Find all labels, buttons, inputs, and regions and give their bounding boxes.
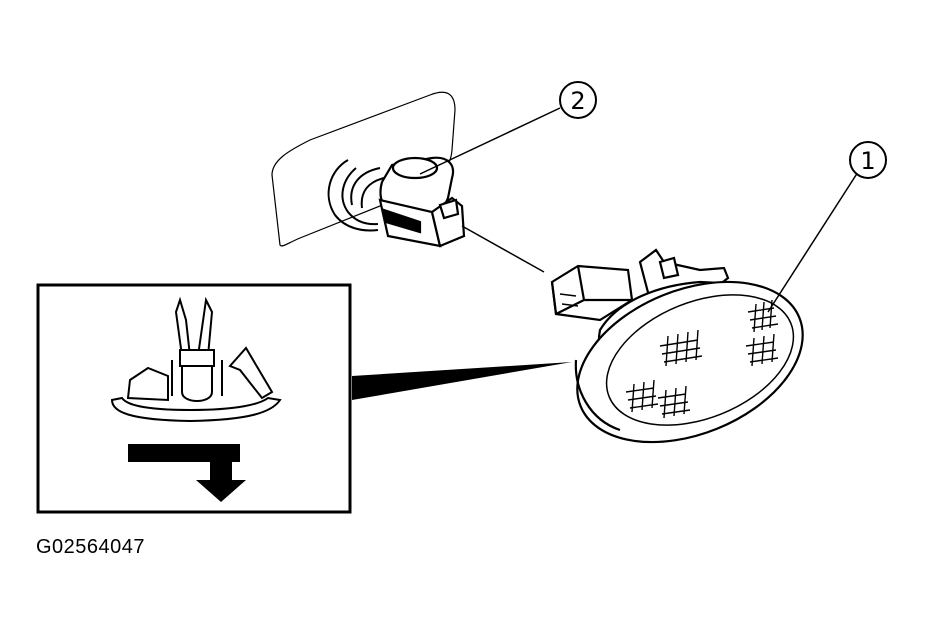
callout-2: 2: [559, 81, 597, 119]
clip-profile: [110, 296, 282, 423]
connection-line: [461, 225, 545, 273]
leader-line-1: [767, 171, 859, 313]
connector: [378, 156, 466, 248]
side-lamp: [550, 248, 804, 444]
lens-crosshatch: [625, 299, 779, 419]
callout-2-label: 2: [570, 87, 585, 115]
fender-panel: [271, 91, 456, 247]
figure-id-label: G02564047: [36, 536, 146, 558]
detail-inset: [36, 283, 352, 514]
callout-1-circle: [849, 141, 887, 179]
callout-2-circle: [559, 81, 597, 119]
wiring-harness: [350, 167, 385, 209]
detail-leader-wedge: [352, 362, 572, 400]
callout-1: 1: [849, 141, 887, 179]
callout-1-label: 1: [860, 147, 875, 175]
callout-leaders: [419, 107, 859, 313]
removal-direction-arrow: [128, 444, 246, 502]
leader-line-2: [419, 107, 561, 175]
